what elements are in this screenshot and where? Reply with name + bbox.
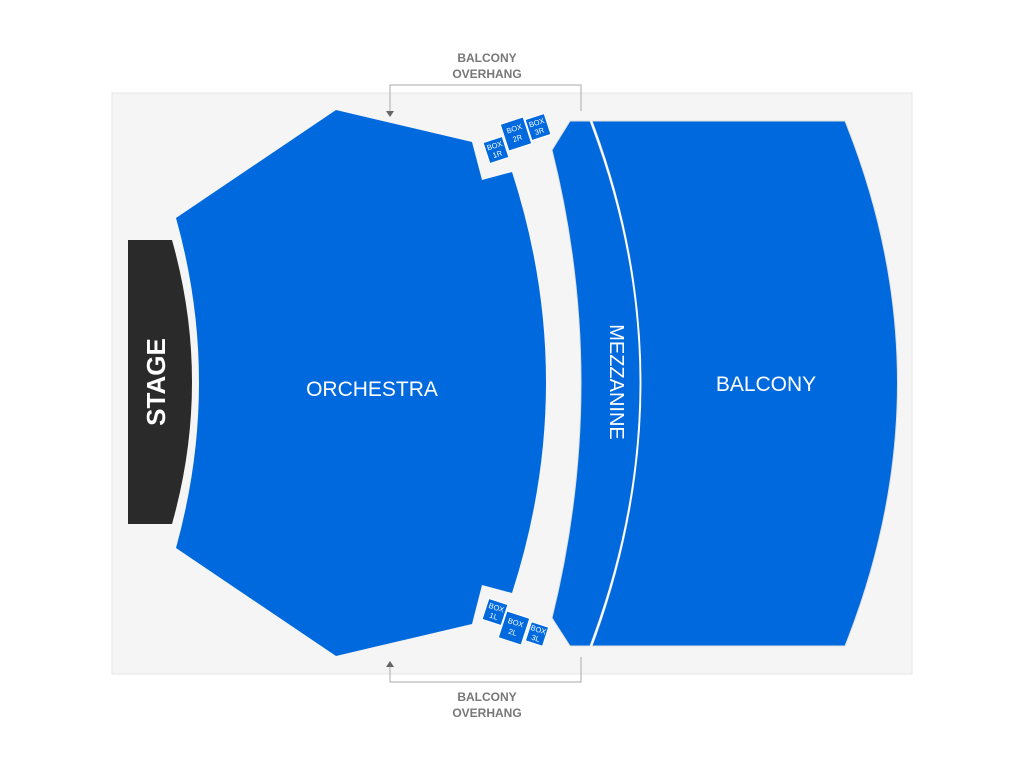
balcony-overhang-top-label: BALCONY OVERHANG [407,50,567,82]
box-2r[interactable]: BOX 2R [499,116,533,152]
section-orchestra[interactable]: ORCHESTRA [176,110,546,656]
box-1r-line2: 1R [491,148,503,160]
orchestra-label: ORCHESTRA [306,378,438,401]
box-3r-line2: 3R [533,125,545,137]
box-3l-line2: 3L [530,633,541,644]
upper-levels: MEZZANINE BALCONY [551,120,898,647]
annotation-line-1: BALCONY [457,690,517,704]
arrow-up-icon [386,661,394,667]
overhang-bracket-bottom [389,657,582,683]
annotation-line-2: OVERHANG [452,67,522,81]
box-3l[interactable]: BOX 3L [524,621,550,647]
stage-label: STAGE [141,338,171,426]
balcony-overhang-bottom-label: BALCONY OVERHANG [407,689,567,721]
balcony-label: BALCONY [716,373,816,396]
arrow-down-icon [386,111,394,117]
box-3r[interactable]: BOX 3R [524,112,552,142]
annotation-line-2: OVERHANG [452,706,522,720]
box-1r[interactable]: BOX 1R [482,135,510,165]
overhang-bracket-top [389,84,582,112]
box-2l-line2: 2L [507,627,518,638]
box-1l[interactable]: BOX 1L [481,597,509,627]
stage: STAGE [128,240,192,524]
box-2r-line2: 2R [511,132,523,144]
mezzanine-label: MEZZANINE [605,324,627,440]
box-1l-line2: 1L [488,611,499,622]
mezzanine-balcony-divider [590,120,642,647]
annotation-line-1: BALCONY [457,51,517,65]
box-2l[interactable]: BOX 2L [497,610,531,646]
